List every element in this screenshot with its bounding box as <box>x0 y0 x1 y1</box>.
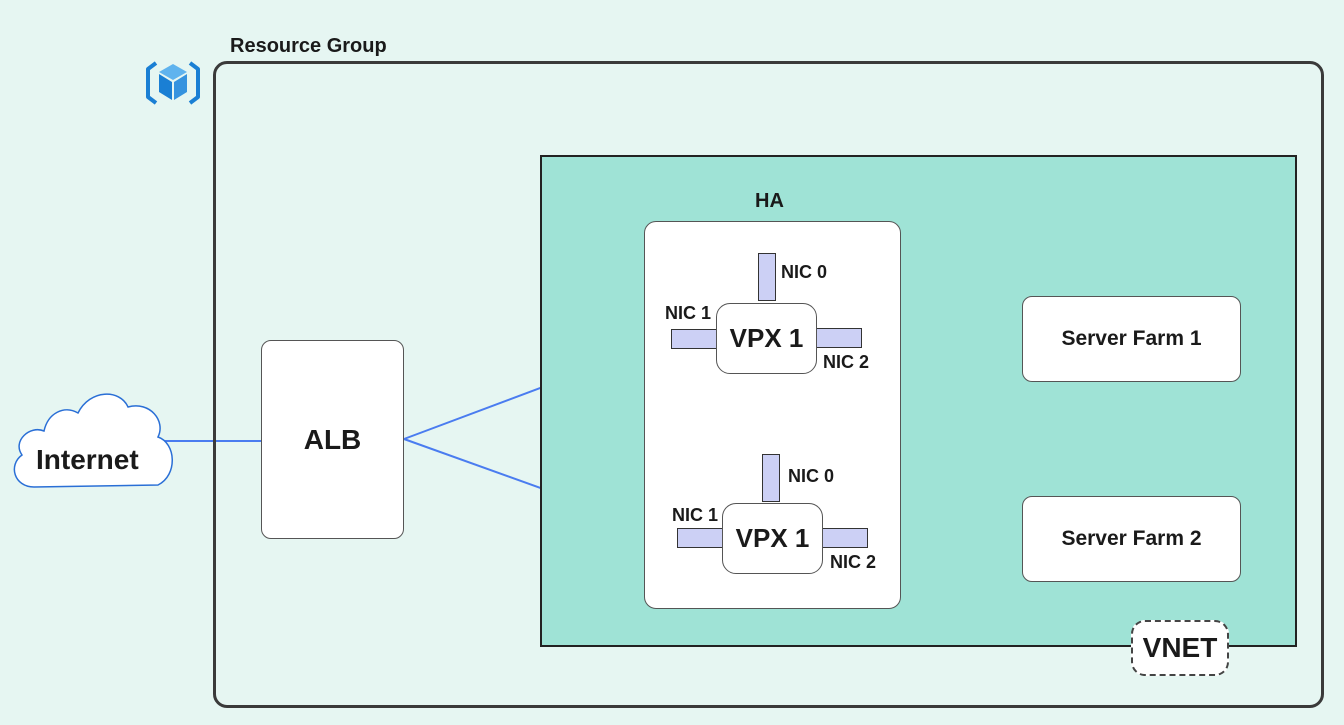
vpx-b-nic0-port <box>762 454 780 502</box>
vpx-b-nic2-label: NIC 2 <box>830 552 877 572</box>
resource-group-title: Resource Group <box>230 35 387 57</box>
vpx-b-node: VPX 1 <box>722 503 823 574</box>
vpx-a-nic0-port <box>758 253 776 301</box>
vpx-a-nic2-label: NIC 2 <box>823 352 870 372</box>
vpx-a-nic0-label: NIC 0 <box>781 262 828 282</box>
resource-group-cube-icon <box>146 61 200 105</box>
cloud-icon <box>13 393 173 488</box>
vnet-label: VNET <box>1131 620 1229 676</box>
alb-label: ALB <box>303 423 362 455</box>
alb-node: ALB <box>261 340 404 539</box>
resource-group-boundary <box>213 61 1324 708</box>
vpx-a-node: VPX 1 <box>716 303 817 374</box>
server-farm-1-label: Server Farm 1 <box>1061 327 1202 350</box>
server-farm-1-node: Server Farm 1 <box>1022 296 1241 382</box>
server-farm-2-node: Server Farm 2 <box>1022 496 1241 582</box>
ha-title: HA <box>755 190 784 212</box>
vpx-a-label: VPX 1 <box>729 323 804 353</box>
vpx-b-nic2-port <box>820 528 868 548</box>
server-farm-2-label: Server Farm 2 <box>1061 527 1202 550</box>
vpx-b-nic0-label: NIC 0 <box>788 466 835 486</box>
vpx-a-nic1-label: NIC 1 <box>665 303 712 323</box>
vpx-b-nic1-port <box>677 528 725 548</box>
vpx-b-label: VPX 1 <box>735 523 810 553</box>
internet-label: Internet <box>36 444 139 475</box>
vpx-a-nic2-port <box>814 328 862 348</box>
vpx-b-nic1-label: NIC 1 <box>672 505 719 525</box>
vpx-a-nic1-port <box>671 329 719 349</box>
